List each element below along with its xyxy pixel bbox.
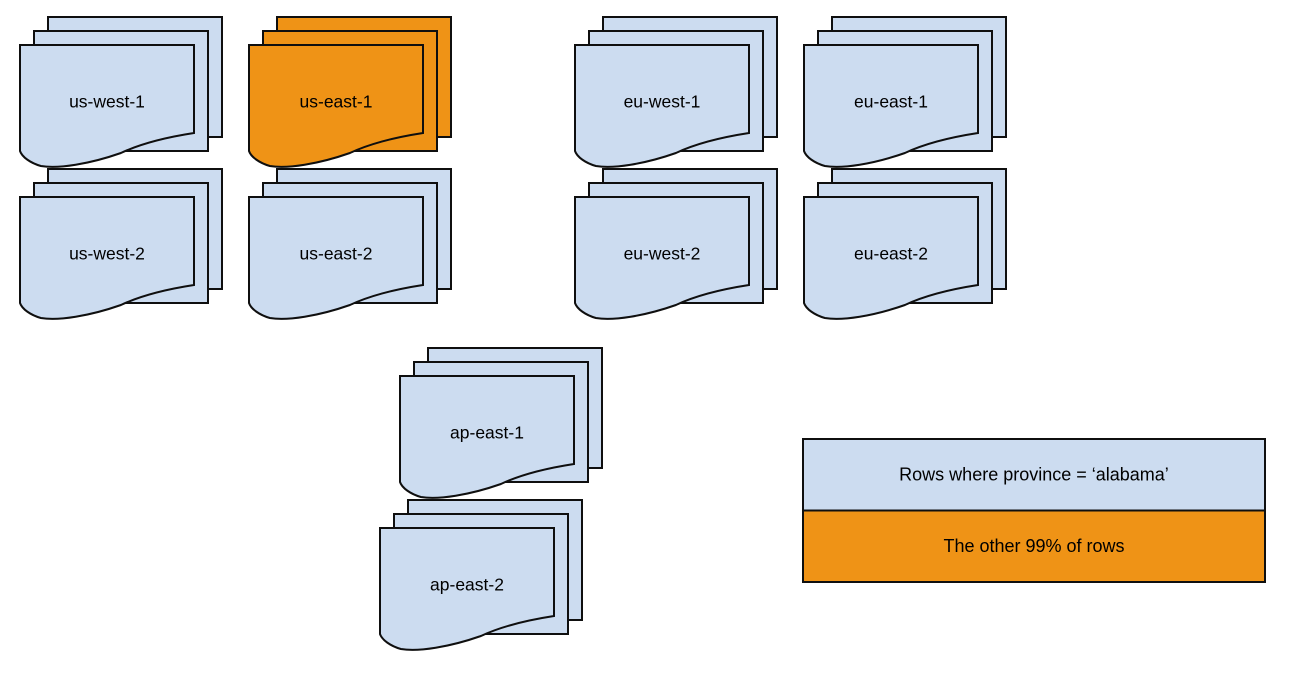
- region-stack-eu-west-2[interactable]: eu-west-2: [574, 168, 778, 320]
- stack-sheet-front: [379, 527, 555, 651]
- stack-sheet-front: [574, 196, 750, 320]
- region-stack-ap-east-2[interactable]: ap-east-2: [379, 499, 583, 651]
- stack-sheet-front: [803, 44, 979, 168]
- region-label-eu-east-2: eu-east-2: [854, 244, 928, 264]
- region-label-ap-east-1: ap-east-1: [450, 423, 524, 443]
- legend-row-legend-orange: The other 99% of rows: [802, 509, 1266, 583]
- stack-sheet-front: [803, 196, 979, 320]
- region-label-eu-west-2: eu-west-2: [624, 244, 701, 264]
- region-stack-us-east-1[interactable]: us-east-1: [248, 16, 452, 168]
- legend-swatch-blue: [802, 438, 1266, 512]
- legend-label-legend-blue: Rows where province = ‘alabama’: [899, 465, 1169, 485]
- stack-sheet-front: [19, 44, 195, 168]
- legend-label-legend-orange: The other 99% of rows: [943, 536, 1124, 556]
- region-label-eu-east-1: eu-east-1: [854, 92, 928, 112]
- region-label-ap-east-2: ap-east-2: [430, 575, 504, 595]
- region-label-us-east-1: us-east-1: [300, 92, 373, 112]
- region-label-us-east-2: us-east-2: [300, 244, 373, 264]
- region-stack-eu-east-1[interactable]: eu-east-1: [803, 16, 1007, 168]
- region-label-eu-west-1: eu-west-1: [624, 92, 701, 112]
- stack-sheet-front: [399, 375, 575, 499]
- legend: Rows where province = ‘alabama’ The other…: [802, 438, 1266, 583]
- region-stack-ap-east-1[interactable]: ap-east-1: [399, 347, 603, 499]
- region-stack-group: us-west-1 us-east-1 eu-west-1 eu-east-1 us-w…: [19, 16, 1007, 651]
- legend-swatch-orange: [802, 509, 1266, 583]
- region-stack-eu-west-1[interactable]: eu-west-1: [574, 16, 778, 168]
- region-label-us-west-1: us-west-1: [69, 92, 145, 112]
- region-stack-us-west-2[interactable]: us-west-2: [19, 168, 223, 320]
- region-stack-us-east-2[interactable]: us-east-2: [248, 168, 452, 320]
- stack-sheet-front: [574, 44, 750, 168]
- region-stack-eu-east-2[interactable]: eu-east-2: [803, 168, 1007, 320]
- stack-sheet-front: [248, 196, 424, 320]
- region-label-us-west-2: us-west-2: [69, 244, 145, 264]
- stack-sheet-front: [19, 196, 195, 320]
- legend-row-legend-blue: Rows where province = ‘alabama’: [802, 438, 1266, 512]
- stack-sheet-front: [248, 44, 424, 168]
- region-stack-us-west-1[interactable]: us-west-1: [19, 16, 223, 168]
